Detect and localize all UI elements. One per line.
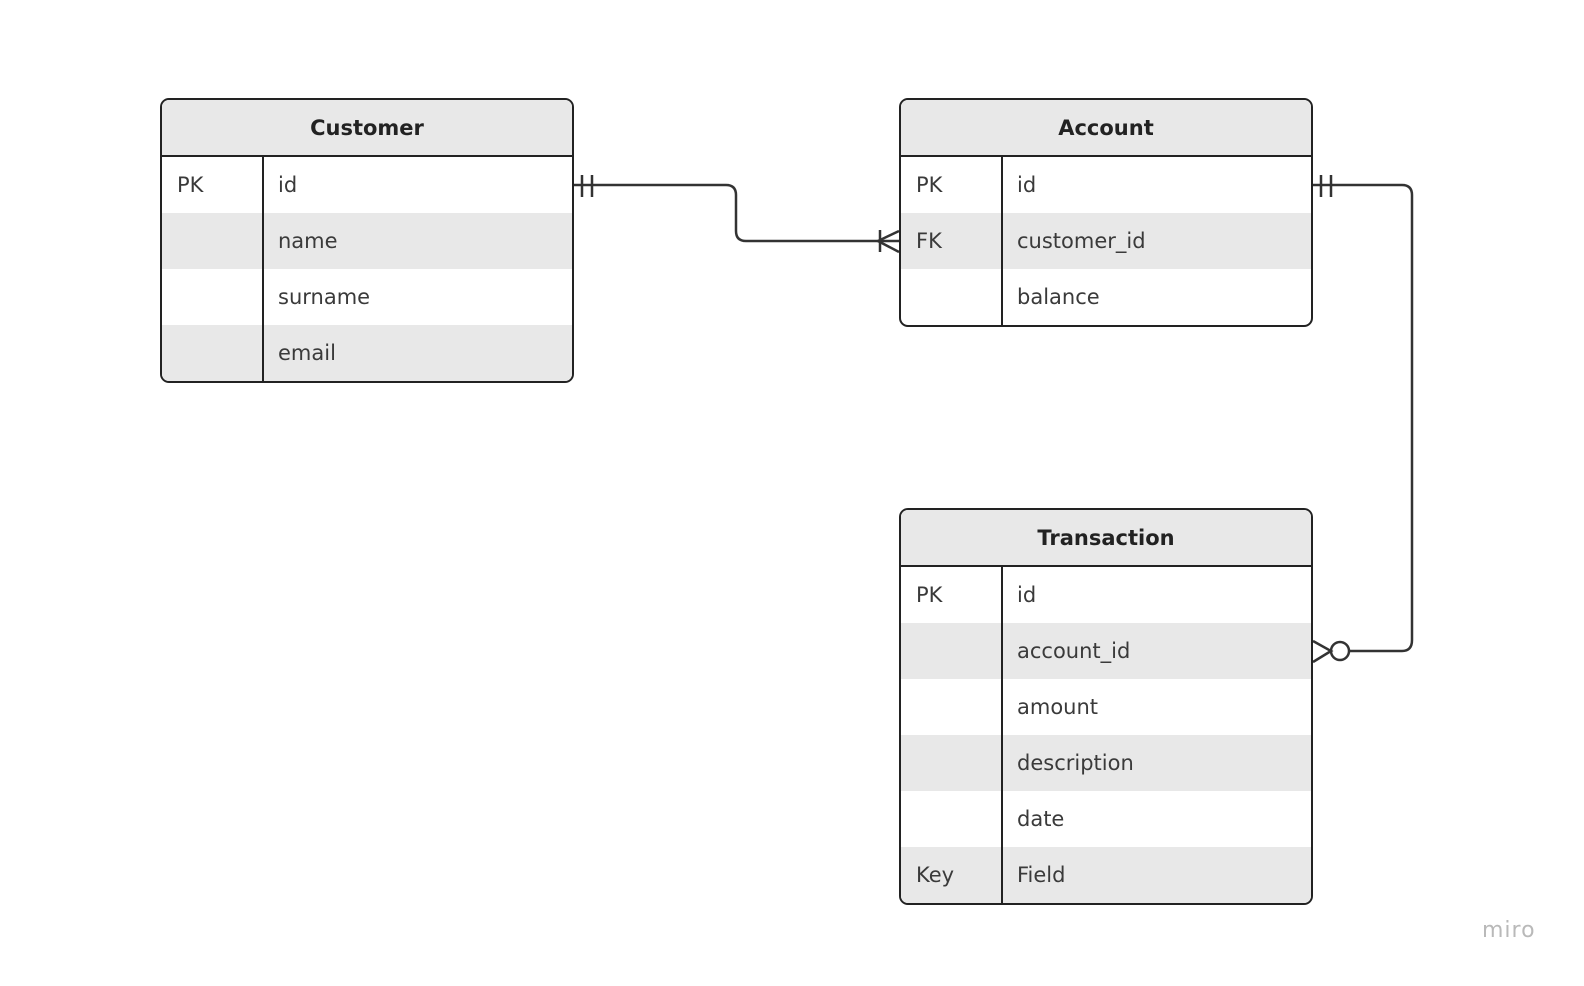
transaction-zero-circle-icon <box>1329 640 1351 662</box>
row-field: id <box>278 173 298 197</box>
entity-title: Transaction <box>901 510 1311 567</box>
row-key <box>901 623 1003 679</box>
entity-customer[interactable]: Customer PK id name surname email <box>160 98 574 383</box>
row-field: surname <box>278 285 371 309</box>
entity-row[interactable]: surname <box>162 269 572 325</box>
row-key: PK <box>901 157 1003 213</box>
entity-row[interactable]: account_id <box>901 623 1311 679</box>
row-field: balance <box>1017 285 1100 309</box>
account-crowfoot-icon <box>875 229 900 254</box>
entity-row[interactable]: balance <box>901 269 1311 325</box>
row-key: PK <box>162 157 264 213</box>
entity-row[interactable]: PK id <box>162 157 572 213</box>
row-field: email <box>278 341 336 365</box>
row-field: Field <box>1017 863 1066 887</box>
entity-row[interactable]: name <box>162 213 572 269</box>
entity-account[interactable]: Account PK id FK customer_id balance <box>899 98 1313 327</box>
row-field: account_id <box>1017 639 1131 663</box>
row-key <box>901 791 1003 847</box>
row-key <box>901 269 1003 325</box>
row-key <box>162 325 264 381</box>
row-key <box>901 735 1003 791</box>
miro-watermark: miro <box>1482 918 1536 943</box>
account-transaction-connector <box>1313 183 1414 653</box>
entity-row[interactable]: PK id <box>901 157 1311 213</box>
entity-title: Customer <box>162 100 572 157</box>
row-field: id <box>1017 583 1037 607</box>
row-field: name <box>278 229 338 253</box>
entity-row[interactable]: email <box>162 325 572 381</box>
transaction-crowfoot-icon <box>1312 639 1334 664</box>
entity-row[interactable]: amount <box>901 679 1311 735</box>
customer-account-connector <box>574 183 899 243</box>
row-field: id <box>1017 173 1037 197</box>
row-field: description <box>1017 751 1134 775</box>
entity-row[interactable]: FK customer_id <box>901 213 1311 269</box>
row-field: customer_id <box>1017 229 1146 253</box>
row-key: PK <box>901 567 1003 623</box>
row-key: Key <box>901 847 1003 903</box>
row-key: FK <box>901 213 1003 269</box>
row-key <box>162 269 264 325</box>
entity-transaction[interactable]: Transaction PK id account_id amount desc… <box>899 508 1313 905</box>
row-key <box>162 213 264 269</box>
entity-row[interactable]: date <box>901 791 1311 847</box>
entity-row[interactable]: PK id <box>901 567 1311 623</box>
row-key <box>901 679 1003 735</box>
row-field: date <box>1017 807 1065 831</box>
entity-title: Account <box>901 100 1311 157</box>
entity-row[interactable]: description <box>901 735 1311 791</box>
entity-row[interactable]: Key Field <box>901 847 1311 903</box>
row-field: amount <box>1017 695 1099 719</box>
